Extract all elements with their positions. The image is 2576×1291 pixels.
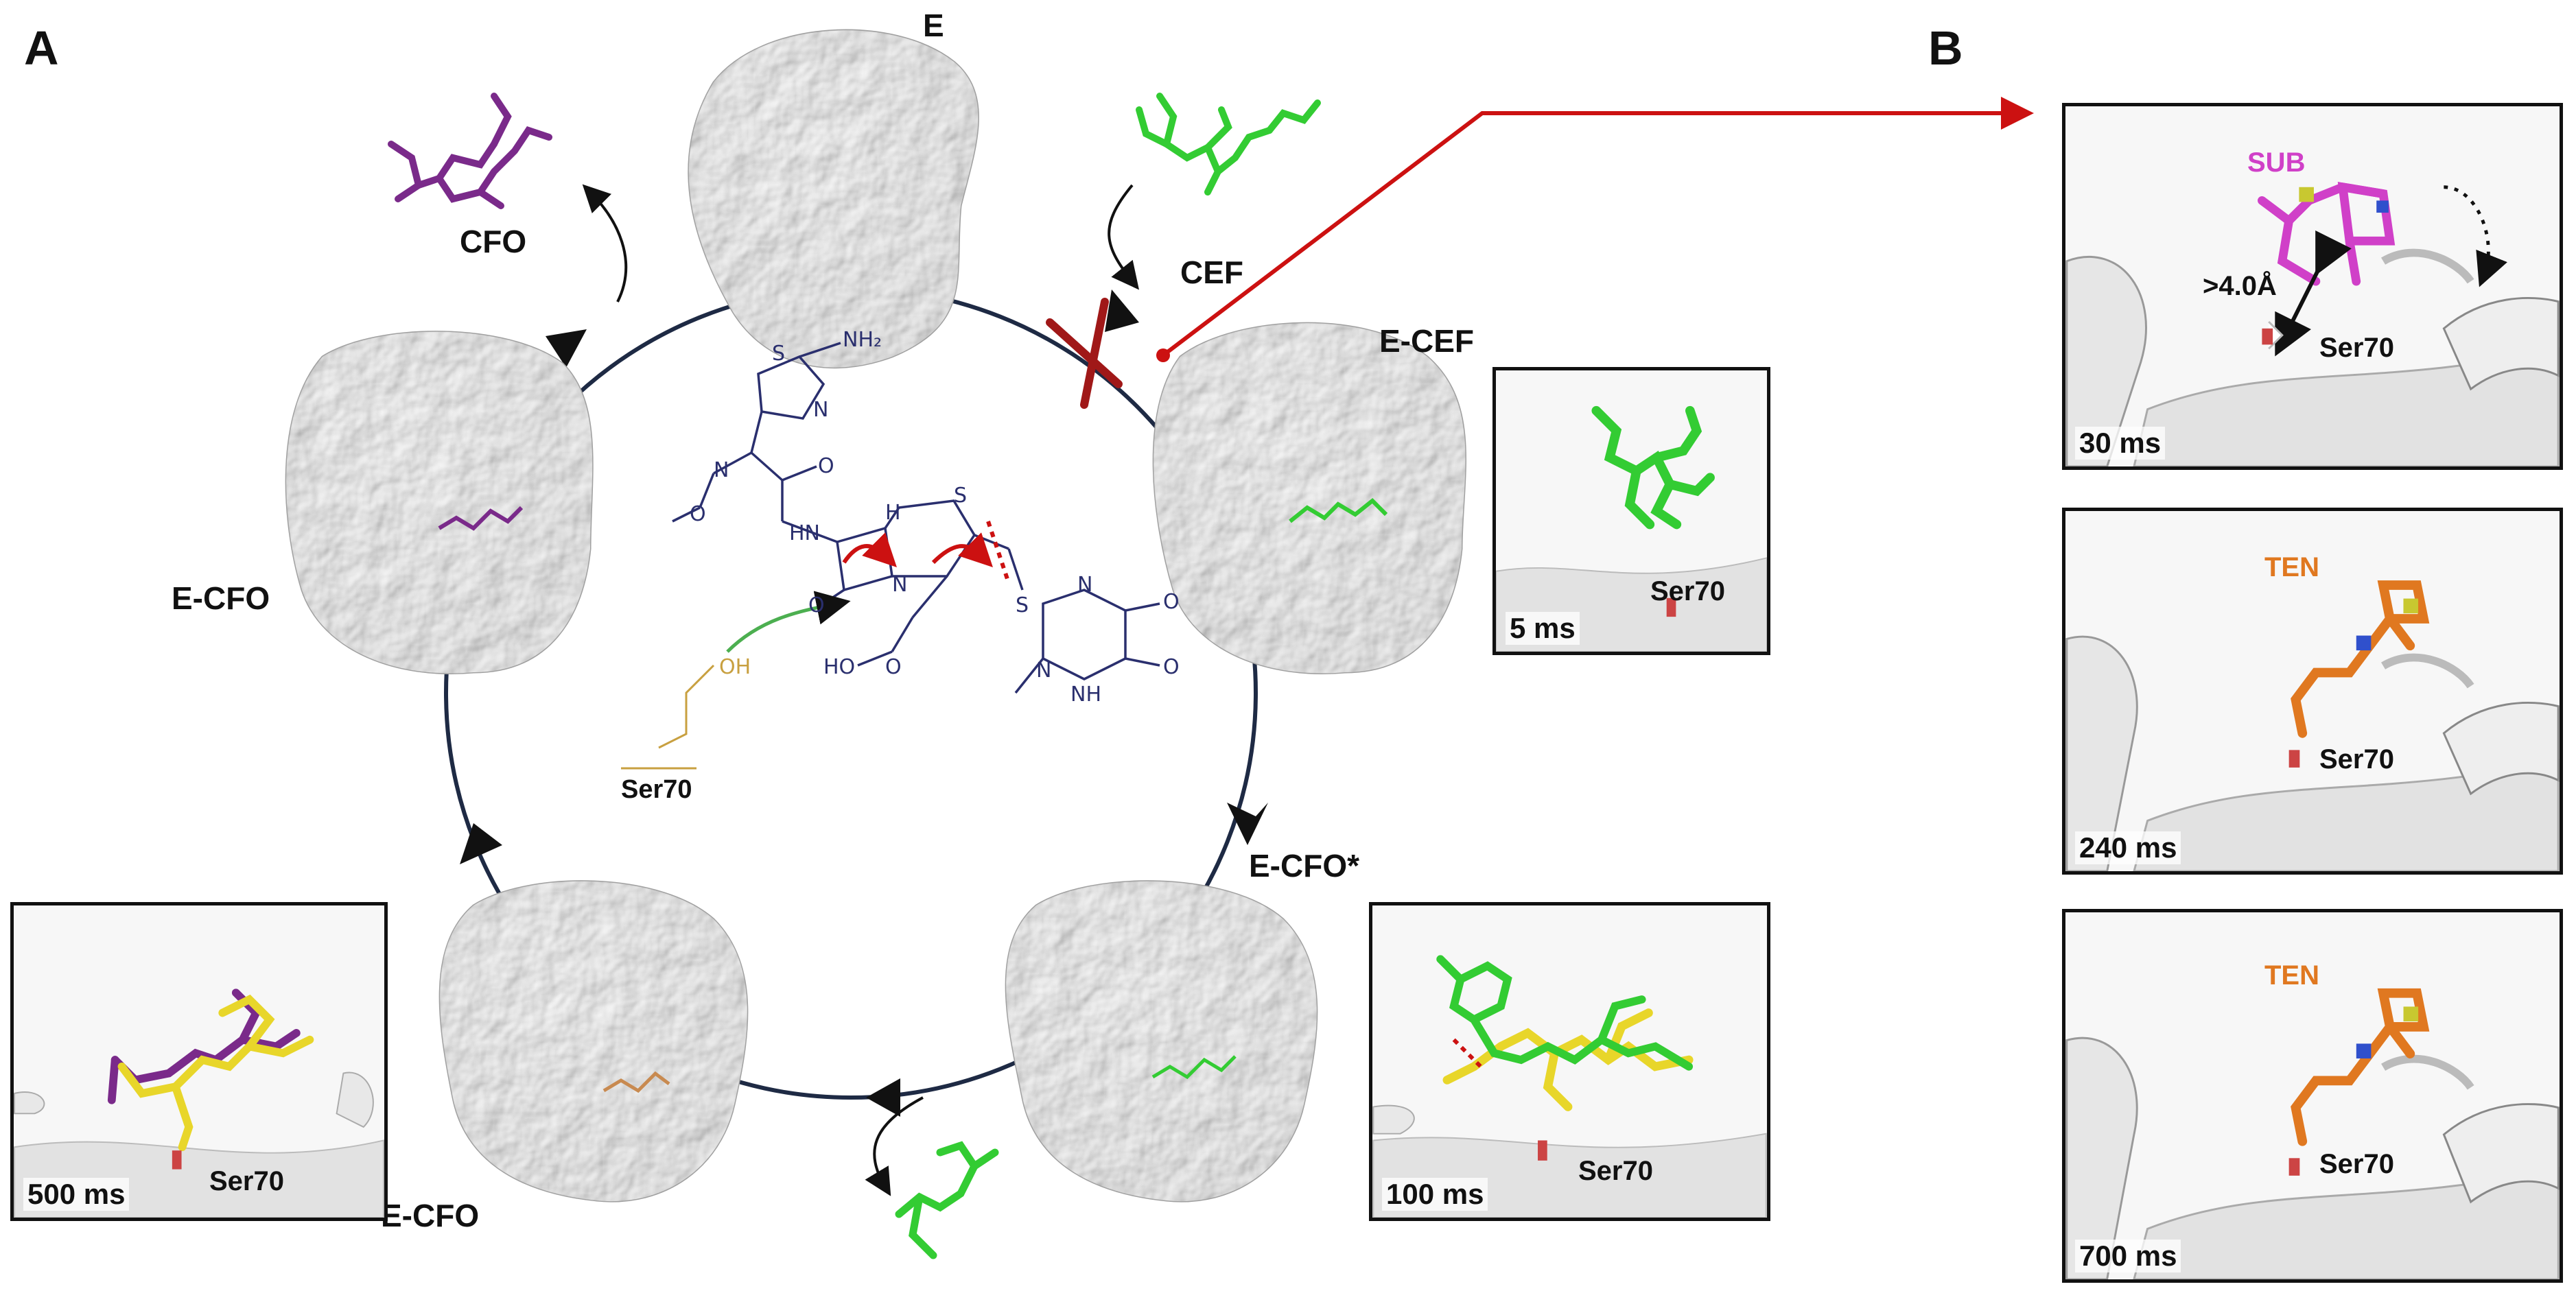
inset-240ms-ligand: TEN	[2264, 552, 2319, 582]
state-e-cef-label: E-CEF	[1379, 323, 1474, 359]
inset-240ms: TEN Ser70 240 ms	[2062, 508, 2563, 875]
inset-700ms: TEN Ser70 700 ms	[2062, 909, 2563, 1283]
cleavage-marks	[842, 521, 1011, 584]
state-e-label: E	[923, 8, 944, 43]
protein-e-cfo-bottom	[438, 880, 749, 1203]
chem-s-top: S	[772, 342, 786, 366]
state-e-cfo-star-label: E-CFO*	[1249, 848, 1359, 884]
state-cfo-label: CFO	[460, 224, 527, 259]
inset-100ms-residue: Ser70	[1578, 1156, 1653, 1186]
chem-o-acid: O	[885, 655, 902, 679]
chem-o-tri2: O	[1163, 655, 1180, 679]
inset-700ms-ligand: TEN	[2264, 960, 2319, 991]
inset-100ms-time: 100 ms	[1382, 1178, 1488, 1211]
chem-o-oxime: O	[690, 502, 706, 526]
released-fragment	[895, 1141, 999, 1259]
inset-5ms-time: 5 ms	[1506, 612, 1580, 645]
inset-30ms-graphic	[2065, 182, 2560, 466]
blocked-cross-icon	[1046, 298, 1123, 409]
chem-o-amide: O	[818, 454, 834, 478]
chem-n-oxime: N	[714, 458, 729, 482]
ligand-in-e-cfo-bottom	[602, 1071, 670, 1093]
inset-5ms: Ser70 5 ms	[1492, 367, 1770, 655]
cycle-arrow-icon	[460, 289, 1268, 1117]
chem-n-lactam: N	[892, 573, 908, 597]
ligand-in-e-cef	[1289, 497, 1388, 523]
inset-700ms-time: 700 ms	[2075, 1240, 2181, 1272]
inset-5ms-graphic	[1496, 405, 1767, 652]
cfo-release-arrow-icon	[582, 184, 628, 303]
chemical-structure	[672, 342, 1160, 694]
nucleophilic-attack-arrow-icon	[726, 591, 851, 653]
inset-5ms-residue: Ser70	[1650, 576, 1725, 606]
chem-s-link: S	[1016, 593, 1029, 617]
inset-500ms: Ser70 500 ms	[10, 902, 388, 1221]
inset-240ms-graphic	[2065, 580, 2560, 871]
chem-n-tri2: N	[1036, 659, 1052, 683]
panel-b-label: B	[1928, 21, 1963, 75]
inset-240ms-time: 240 ms	[2075, 831, 2181, 864]
inset-30ms-residue: Ser70	[2319, 333, 2394, 363]
inset-240ms-residue: Ser70	[2319, 744, 2394, 774]
state-e-cfo-bottom-label: E-CFO	[381, 1198, 480, 1233]
inset-500ms-graphic	[14, 988, 384, 1218]
cef-ligand	[1136, 93, 1321, 196]
panel-a-label: A	[24, 21, 59, 75]
state-cef-label: CEF	[1180, 254, 1243, 290]
protein-e-cef	[1152, 322, 1466, 674]
ser70-sidechain	[621, 664, 715, 770]
inset-30ms-ligand: SUB	[2247, 147, 2306, 178]
chem-nh2: NH₂	[843, 328, 882, 352]
protein-e	[688, 29, 979, 369]
inset-30ms: SUB >4.0Å Ser70 30 ms	[2062, 103, 2563, 470]
cef-entry-arrow-icon	[1108, 184, 1139, 290]
chem-o-tri1: O	[1163, 590, 1180, 614]
inset-100ms: Ser70 100 ms	[1369, 902, 1770, 1221]
inset-700ms-residue: Ser70	[2319, 1149, 2394, 1179]
chem-s-lactam: S	[954, 484, 968, 508]
cfo-ligand	[388, 93, 552, 209]
inset-500ms-time: 500 ms	[23, 1178, 130, 1211]
chem-nh: NH	[1070, 683, 1101, 707]
state-e-cfo-left-label: E-CFO	[172, 580, 270, 616]
chem-ser70: Ser70	[621, 775, 692, 804]
chem-n-ring: N	[813, 398, 829, 422]
chem-n-tri1: N	[1077, 573, 1093, 597]
chem-o-lactam: O	[808, 593, 825, 617]
protein-e-cfo-star	[1005, 880, 1318, 1203]
inset-30ms-time: 30 ms	[2075, 427, 2166, 460]
inset-700ms-graphic	[2065, 988, 2560, 1279]
inset-100ms-graphic	[1372, 955, 1767, 1218]
fragment-release-arrow-icon	[865, 1096, 924, 1196]
inset-500ms-residue: Ser70	[209, 1166, 284, 1196]
ligand-in-e-cfo-left	[438, 506, 524, 531]
ligand-in-e-cfo-star	[1151, 1055, 1237, 1080]
chem-oh: OH	[719, 655, 751, 679]
chem-h: H	[885, 501, 901, 525]
chem-hn: HN	[789, 521, 820, 545]
pointer-arrow-icon	[1162, 97, 2034, 357]
chem-ho: HO	[823, 655, 856, 679]
inset-30ms-distance: >4.0Å	[2203, 271, 2277, 301]
protein-e-cfo-left	[285, 331, 594, 674]
